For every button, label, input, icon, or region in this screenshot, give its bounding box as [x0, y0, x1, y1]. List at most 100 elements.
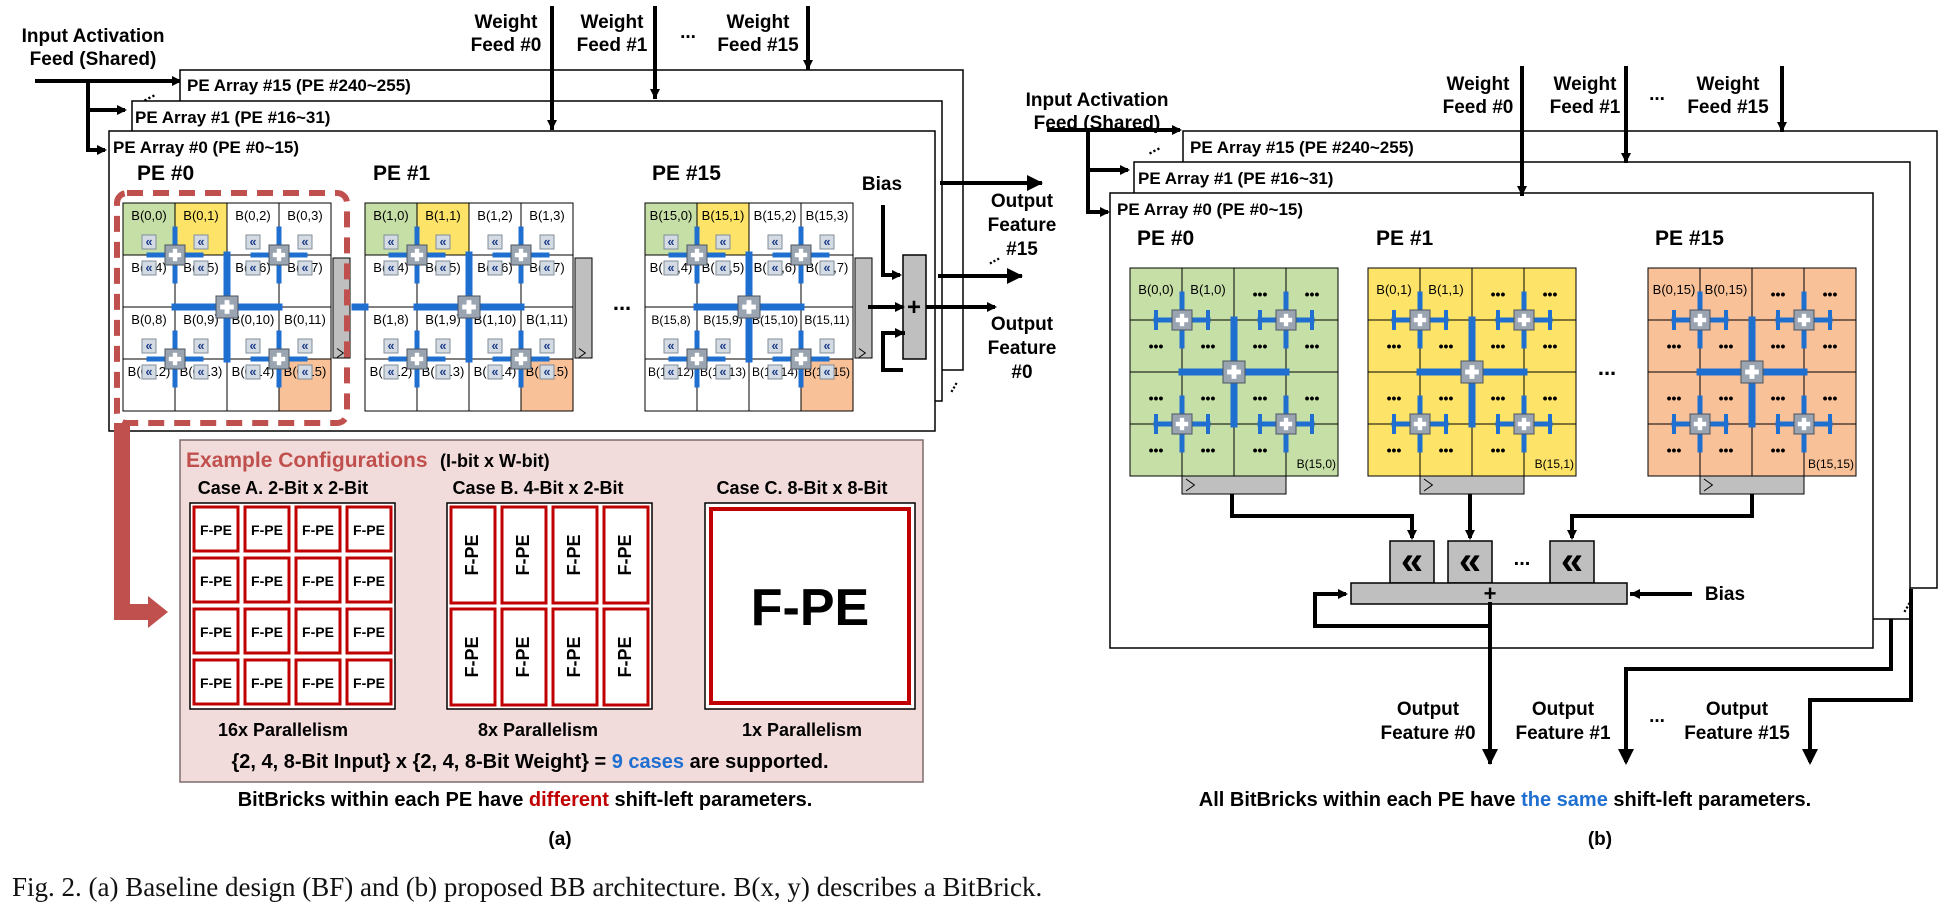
shift-left-icon: « [1459, 539, 1481, 583]
f-pe-label: F-PE [251, 573, 283, 589]
bitbrick-label: ••• [1771, 390, 1786, 406]
f-pe-label: F-PE [200, 522, 232, 538]
array-label: PE Array #15 (PE #240~255) [1190, 138, 1414, 157]
shift-left-icon [435, 234, 451, 250]
config-arrow [114, 423, 150, 620]
supported-note: {2, 4, 8-Bit Input} x {2, 4, 8-Bit Weigh… [231, 751, 828, 773]
f-pe-box [551, 607, 599, 707]
output-feature-label: Output [991, 314, 1054, 335]
array-label: PE Array #0 (PE #0~15) [113, 138, 299, 157]
bitbrick-label: B(1,8) [373, 312, 408, 327]
shift-left-icon [297, 260, 313, 276]
pe-title: PE #1 [1376, 227, 1434, 250]
ellipsis: ... [680, 22, 696, 43]
shift-left-icon: « [249, 339, 256, 353]
shift-left-icon: « [823, 235, 830, 249]
case-title: Case A. 2-Bit x 2-Bit [198, 478, 368, 498]
shift-left-icon: « [197, 261, 204, 275]
ellipsis: ... [983, 248, 1002, 269]
weight-feed-label: Weight [1697, 74, 1761, 95]
f-pe-box [243, 607, 291, 655]
bias-label: Bias [862, 174, 902, 195]
bitbrick-label: ••• [1149, 338, 1164, 354]
plus-icon [1413, 421, 1427, 427]
shift-left-icon: « [249, 235, 256, 249]
register-icon [336, 348, 345, 358]
input-wire [86, 110, 107, 155]
shift-left-icon [487, 234, 503, 250]
shift-left-icon: « [301, 339, 308, 353]
shift-left-icon: « [197, 365, 204, 379]
case-title: Case B. 4-Bit x 2-Bit [452, 478, 623, 498]
bitbrick-label: ••• [1305, 338, 1320, 354]
weight-feed-label: Feed #1 [577, 35, 648, 56]
bias-label: Bias [1705, 584, 1745, 605]
shift-left-icon: « [387, 365, 394, 379]
f-pe-box [449, 505, 497, 605]
bitbrick-label: ••• [1667, 338, 1682, 354]
bitbrick-label: B(15,1) [702, 208, 745, 223]
weight-feed-label: Weight [727, 12, 791, 33]
weight-feed-label: Feed #15 [1687, 97, 1769, 118]
bitbrick-label: B(15,11) [804, 313, 849, 327]
weight-feed-label: Weight [475, 12, 539, 33]
f-pe-label: F-PE [353, 522, 385, 538]
bitbrick-label: B(15,8) [651, 313, 690, 327]
bitbrick-label: ••• [1253, 442, 1268, 458]
f-pe-box [500, 505, 548, 605]
shift-left-icon: « [719, 339, 726, 353]
bitbrick-label: B(1,3) [529, 208, 564, 223]
shift-left-icon [193, 338, 209, 354]
bitbrick-label: B(15,3) [806, 208, 849, 223]
ellipsis: ... [1649, 706, 1665, 727]
plus-icon [410, 356, 424, 362]
shift-left-icon [141, 338, 157, 354]
shift-left-icon: « [491, 235, 498, 249]
f-pe-label: F-PE [353, 624, 385, 640]
plus-icon: + [1484, 581, 1497, 606]
shift-left-icon: « [387, 339, 394, 353]
plus-icon [168, 252, 182, 258]
bitbrick-label: ••• [1823, 338, 1838, 354]
shift-left-icon: « [197, 235, 204, 249]
bitbrick-label: ••• [1149, 442, 1164, 458]
pe-out-wire [1230, 494, 1417, 540]
bitbrick-label: B(15,10) [752, 313, 798, 327]
f-pe-label: F-PE [564, 636, 584, 677]
bitbrick-label: ••• [1439, 338, 1454, 354]
ellipsis: ... [613, 290, 631, 315]
f-pe-box [345, 658, 393, 706]
f-pe-box [602, 607, 650, 707]
shift-left-icon: « [667, 365, 674, 379]
register-icon [1703, 478, 1714, 492]
plus-icon [1693, 317, 1707, 323]
input-wire [1086, 130, 1130, 175]
shift-left-icon: « [491, 339, 498, 353]
weight-feed-label: Feed #1 [1550, 97, 1621, 118]
register-bar [1699, 475, 1805, 495]
plus-icon [690, 356, 704, 362]
bitbrick-label: B(15,2) [754, 208, 797, 223]
shift-left-icon: « [823, 261, 830, 275]
shift-left-icon [819, 338, 835, 354]
shift-left-icon [715, 364, 731, 380]
bitbrick-label: ••• [1543, 338, 1558, 354]
plus-icon [1465, 369, 1479, 375]
panel-label: (a) [548, 829, 571, 850]
bitbrick-label: ••• [1491, 338, 1506, 354]
f-pe-box [345, 556, 393, 604]
shift-left-icon [767, 260, 783, 276]
shift-left-icon [193, 364, 209, 380]
shift-left-icon [715, 234, 731, 250]
plus-icon [1279, 317, 1293, 323]
plus-icon [1517, 317, 1531, 323]
shift-left-icon: « [543, 235, 550, 249]
bitbrick-label: ••• [1667, 442, 1682, 458]
shift-left-icon [663, 260, 679, 276]
shift-left-icon: « [543, 261, 550, 275]
shift-left-icon [193, 234, 209, 250]
input-wire [86, 81, 127, 115]
input-feed-label: Input Activation [1026, 90, 1169, 111]
weight-feed-label: Weight [1447, 74, 1511, 95]
